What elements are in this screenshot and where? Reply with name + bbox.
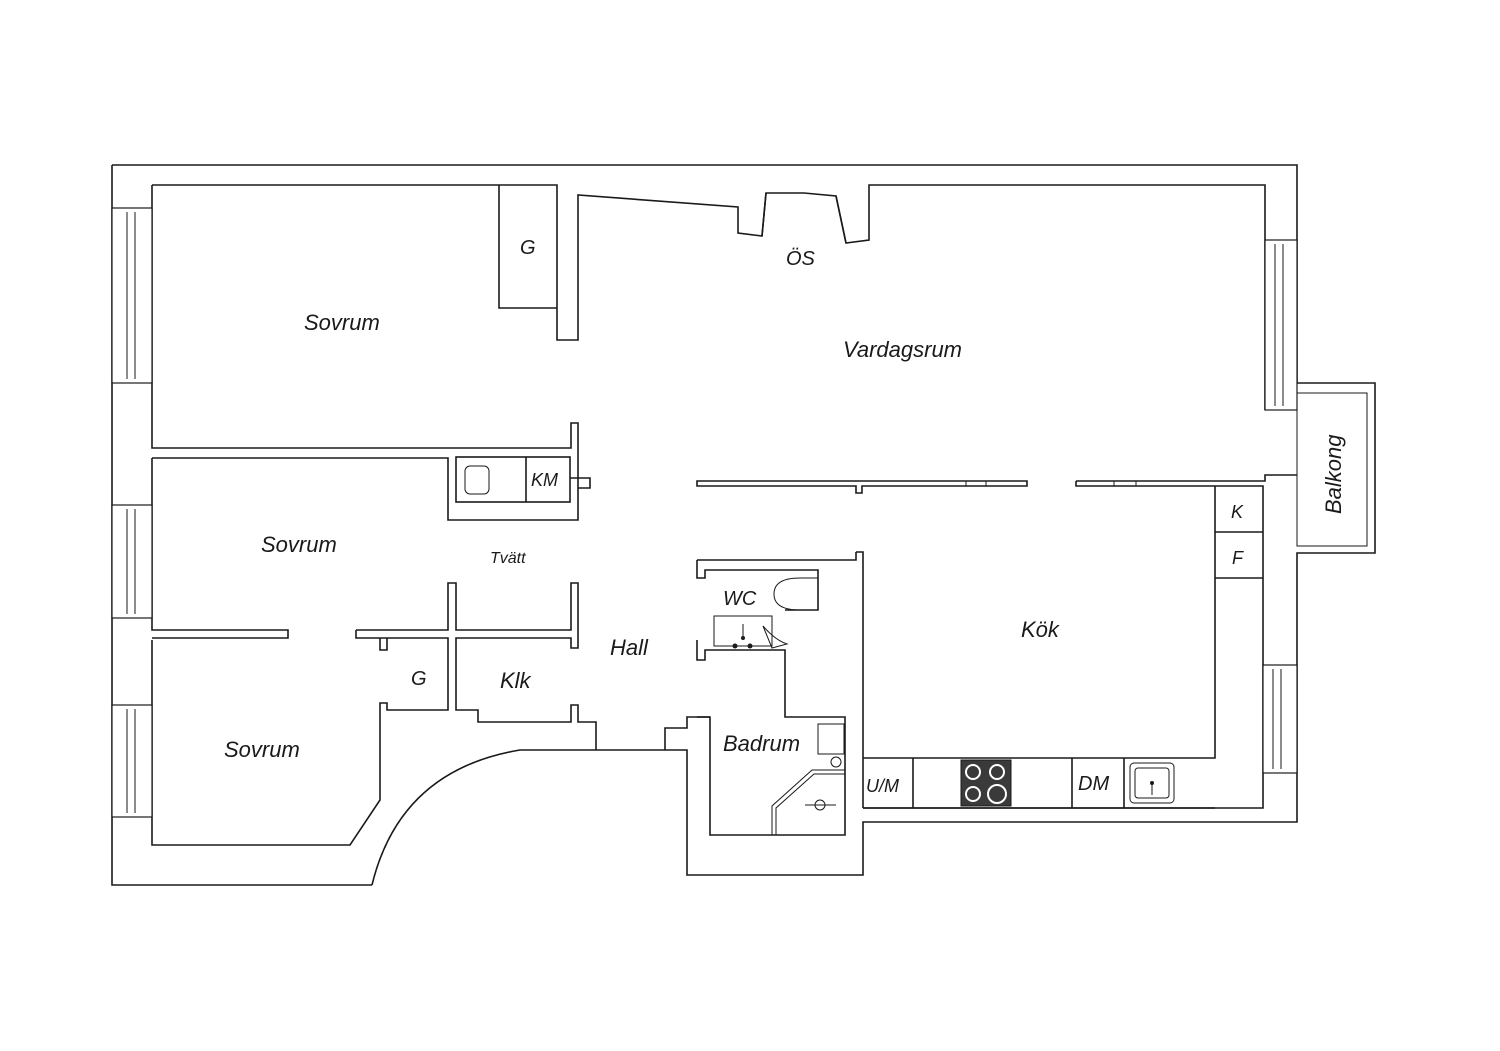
label-k: K bbox=[1231, 502, 1244, 522]
os-chimney bbox=[761, 192, 847, 244]
window-right-top bbox=[1264, 239, 1298, 411]
window-right-bottom bbox=[1262, 664, 1298, 774]
label-dm: DM bbox=[1078, 773, 1109, 795]
label-g-bottom: G bbox=[411, 668, 427, 690]
wall-sovrum-top bbox=[151, 184, 1266, 521]
label-g-top: G bbox=[520, 237, 536, 259]
wall-badrum bbox=[664, 716, 710, 750]
kitchen-counter bbox=[863, 758, 1215, 809]
toilet-icon bbox=[773, 577, 819, 611]
g-closet-top bbox=[498, 185, 557, 309]
badrum-basin bbox=[817, 723, 845, 755]
label-sovrum-bottom: Sovrum bbox=[224, 737, 300, 762]
outer-wall bbox=[111, 164, 1376, 886]
outer-wall-curve bbox=[371, 749, 596, 886]
washbasin-icon bbox=[713, 615, 789, 649]
label-um: U/M bbox=[866, 776, 899, 796]
label-kok: Kök bbox=[1021, 617, 1060, 642]
wall-kok bbox=[856, 486, 1263, 808]
label-wc: WC bbox=[723, 588, 757, 610]
label-sovrum-mid: Sovrum bbox=[261, 532, 337, 557]
label-vardagsrum: Vardagsrum bbox=[843, 337, 962, 362]
label-os: ÖS bbox=[786, 248, 816, 270]
sink-icon bbox=[1129, 762, 1175, 804]
shower-icon bbox=[771, 769, 845, 835]
label-f: F bbox=[1232, 548, 1244, 568]
laundry-box bbox=[455, 456, 571, 503]
balkong-area bbox=[1296, 392, 1368, 547]
window-left-mid bbox=[111, 504, 153, 619]
label-sovrum-top: Sovrum bbox=[304, 310, 380, 335]
washer-icon bbox=[464, 465, 490, 495]
label-balkong: Balkong bbox=[1321, 434, 1346, 514]
wall-wc bbox=[696, 552, 857, 836]
label-klk: Klk bbox=[500, 668, 532, 693]
label-km: KM bbox=[531, 470, 558, 490]
label-tvatt: Tvätt bbox=[490, 550, 526, 567]
label-hall: Hall bbox=[610, 635, 649, 660]
label-badrum: Badrum bbox=[723, 731, 800, 756]
partition-vardagsrum-left bbox=[696, 480, 1028, 494]
window-left-top bbox=[111, 207, 153, 384]
door-slider-right bbox=[1113, 480, 1137, 487]
wall-hall bbox=[151, 582, 597, 846]
wall-sovrum-mid bbox=[151, 457, 571, 639]
km-wall bbox=[570, 477, 591, 489]
door-slider-left bbox=[965, 480, 987, 487]
window-left-bottom bbox=[111, 704, 153, 818]
